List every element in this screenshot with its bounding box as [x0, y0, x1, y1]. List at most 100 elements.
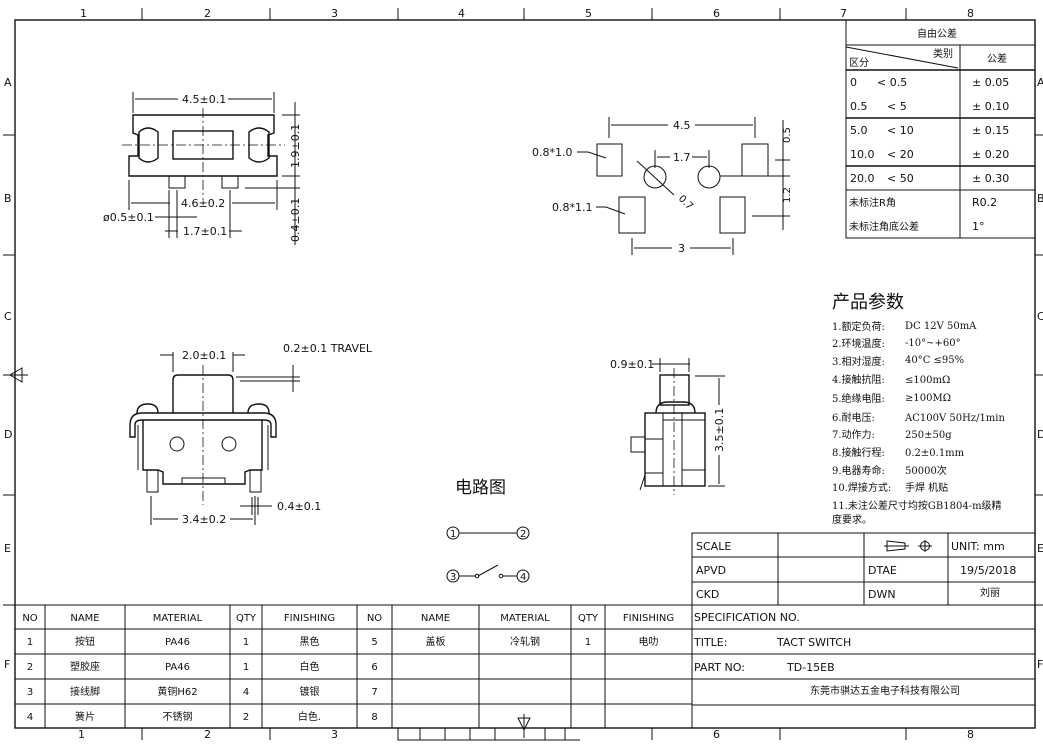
- svg-text:C: C: [1037, 310, 1043, 323]
- svg-text:2: 2: [520, 529, 526, 540]
- svg-text:未标注角底公差: 未标注角底公差: [849, 220, 919, 233]
- dimension-label: 2.0±0.1: [182, 349, 226, 362]
- svg-text:D: D: [1037, 428, 1043, 441]
- table-cell: 接线脚: [70, 685, 100, 698]
- svg-text:< 5: < 5: [887, 100, 907, 113]
- table-header: NAME: [421, 613, 450, 624]
- table-cell: 5: [371, 637, 377, 648]
- svg-text:< 0.5: < 0.5: [877, 76, 907, 89]
- table-header: NO: [367, 613, 382, 624]
- svg-text:≤100mΩ: ≤100mΩ: [905, 375, 950, 386]
- svg-text:E: E: [1037, 542, 1043, 555]
- svg-text:TACT SWITCH: TACT SWITCH: [776, 636, 851, 649]
- svg-text:10.0: 10.0: [850, 148, 875, 161]
- svg-text:3.相对湿度:: 3.相对湿度:: [832, 355, 885, 368]
- svg-text:E: E: [4, 542, 11, 555]
- tolerance-table: 自由公差 类别 区分 公差 0< 0.5± 0.05 0.5< 5± 0.10 …: [845, 19, 1036, 239]
- svg-text:刘丽: 刘丽: [980, 587, 1000, 599]
- column-markers: 1 2 3 4 5 6 7 8 1 2 3 6 8: [78, 7, 974, 741]
- table-cell: 1: [585, 637, 591, 648]
- title-block: SCALE UNIT: mm APVD DTAE 19/5/2018 CKD D…: [691, 532, 1036, 706]
- svg-text:1°: 1°: [972, 220, 985, 233]
- col-label: 4: [458, 7, 465, 20]
- svg-text:APVD: APVD: [696, 564, 726, 577]
- dimension-label: 1.2: [782, 187, 793, 203]
- dimension-label: 0.8*1.0: [532, 146, 573, 159]
- svg-text:区分: 区分: [849, 57, 869, 69]
- svg-text:< 10: < 10: [887, 124, 914, 137]
- table-cell: 1: [243, 662, 249, 673]
- svg-text:5.绝缘电阻:: 5.绝缘电阻:: [832, 392, 885, 405]
- projection-symbol-icon: [884, 540, 932, 552]
- col-label: 1: [78, 728, 85, 741]
- dimension-label: 3.5±0.1: [713, 408, 726, 452]
- col-label: 8: [967, 728, 974, 741]
- col-label: 6: [713, 7, 720, 20]
- dimension-label: 0.5: [782, 127, 793, 143]
- svg-text:DWN: DWN: [868, 588, 896, 601]
- table-cell: 塑胶座: [70, 660, 100, 673]
- dimension-label: 1.7: [673, 151, 691, 164]
- dimension-label: 3: [678, 242, 685, 255]
- table-header: FINISHING: [284, 613, 335, 624]
- col-label: 3: [331, 7, 338, 20]
- table-cell: 6: [371, 662, 377, 673]
- table-cell: 电叻: [639, 635, 659, 648]
- circuit-title: 电路图: [455, 478, 506, 498]
- table-cell: 1: [27, 637, 33, 648]
- svg-text:250±50g: 250±50g: [905, 430, 952, 441]
- side-view: 0.9±0.1 3.5±0.1: [610, 358, 726, 495]
- svg-text:4: 4: [520, 572, 526, 583]
- svg-text:F: F: [1037, 658, 1043, 671]
- col-label: 7: [840, 7, 847, 20]
- svg-text:50000次: 50000次: [905, 464, 947, 477]
- svg-text:TD-15EB: TD-15EB: [786, 661, 835, 674]
- top-view: 4.5±0.1 1.9±0.1 0.4±0.1 4.6±0.2 ø0.5±0.1…: [103, 92, 302, 245]
- dimension-label: 1.7±0.1: [183, 225, 227, 238]
- col-label: 8: [967, 7, 974, 20]
- svg-text:A: A: [4, 76, 12, 89]
- svg-text:3: 3: [450, 572, 456, 583]
- circuit-diagram: 电路图 1 2 3 4: [446, 478, 530, 583]
- svg-text:20.0: 20.0: [850, 172, 875, 185]
- svg-text:B: B: [4, 192, 12, 205]
- svg-text:5.0: 5.0: [850, 124, 868, 137]
- svg-text:11.未注公差尺寸均按GB1804-m级精: 11.未注公差尺寸均按GB1804-m级精: [832, 499, 1002, 512]
- svg-text:UNIT: mm: UNIT: mm: [951, 540, 1005, 553]
- svg-text:4.接触抗阻:: 4.接触抗阻:: [832, 373, 885, 386]
- svg-text:± 0.05: ± 0.05: [972, 76, 1009, 89]
- table-cell: 白色.: [298, 710, 321, 723]
- svg-text:< 20: < 20: [887, 148, 914, 161]
- svg-text:≥100MΩ: ≥100MΩ: [905, 393, 951, 404]
- table-cell: 不锈钢: [163, 710, 193, 723]
- dimension-label: ø0.5±0.1: [103, 211, 154, 224]
- table-cell: 4: [27, 712, 33, 723]
- product-parameters: 产品参数 1.额定负荷:DC 12V 50mA 2.环境温度:-10°~+60°…: [832, 292, 1005, 526]
- svg-text:8.接触行程:: 8.接触行程:: [832, 446, 885, 459]
- svg-text:1.额定负荷:: 1.额定负荷:: [832, 320, 885, 333]
- svg-text:PART NO:: PART NO:: [694, 661, 745, 674]
- dimension-label: 0.4±0.1: [277, 500, 321, 513]
- svg-text:DTAE: DTAE: [868, 564, 897, 577]
- table-cell: 白色: [300, 660, 320, 673]
- col-label: 1: [80, 7, 87, 20]
- table-cell: 7: [371, 687, 377, 698]
- col-label: 2: [204, 728, 211, 741]
- svg-text:10.焊接方式:: 10.焊接方式:: [832, 481, 891, 494]
- svg-text:手焊 机贴: 手焊 机贴: [905, 481, 948, 494]
- svg-text:0: 0: [850, 76, 857, 89]
- table-cell: 3: [27, 687, 33, 698]
- params-title: 产品参数: [832, 292, 904, 313]
- svg-text:2.环境温度:: 2.环境温度:: [832, 337, 885, 350]
- svg-text:F: F: [4, 658, 10, 671]
- svg-text:1: 1: [450, 529, 456, 540]
- table-header: FINISHING: [623, 613, 674, 624]
- table-cell: 镀银: [300, 685, 320, 698]
- svg-text:C: C: [4, 310, 12, 323]
- table-cell: 盖板: [426, 635, 446, 648]
- svg-text:± 0.30: ± 0.30: [972, 172, 1009, 185]
- svg-text:度要求。: 度要求。: [832, 513, 872, 526]
- svg-text:SCALE: SCALE: [696, 540, 731, 553]
- col-label: 5: [585, 7, 592, 20]
- svg-text:D: D: [4, 428, 12, 441]
